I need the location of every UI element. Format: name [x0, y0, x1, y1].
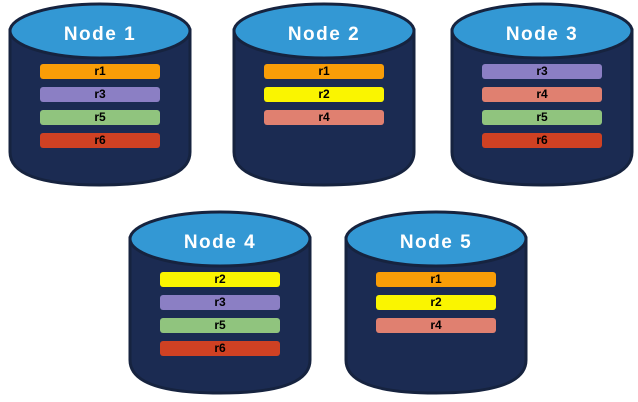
- replica-bar-r2[interactable]: r2: [376, 295, 496, 310]
- replica-bar-r1[interactable]: r1: [264, 64, 384, 79]
- replica-bar-r3[interactable]: r3: [160, 295, 280, 310]
- replica-list: r1 r2 r4: [376, 272, 496, 341]
- replica-bar-r2[interactable]: r2: [264, 87, 384, 102]
- replica-bar-r1[interactable]: r1: [376, 272, 496, 287]
- cylinder-top-ellipse: [450, 2, 634, 60]
- replica-list: r3 r4 r5 r6: [482, 64, 602, 156]
- replica-bar-r5[interactable]: r5: [40, 110, 160, 125]
- replica-bar-r5[interactable]: r5: [482, 110, 602, 125]
- replica-list: r1 r3 r5 r6: [40, 64, 160, 156]
- cylinder-top-ellipse: [232, 2, 416, 60]
- cylinder-top-ellipse: [128, 210, 312, 268]
- replica-bar-r4[interactable]: r4: [264, 110, 384, 125]
- replica-list: r2 r3 r5 r6: [160, 272, 280, 364]
- replica-bar-r4[interactable]: r4: [482, 87, 602, 102]
- replica-bar-r6[interactable]: r6: [40, 133, 160, 148]
- replica-bar-r4[interactable]: r4: [376, 318, 496, 333]
- replica-bar-r1[interactable]: r1: [40, 64, 160, 79]
- replica-bar-r3[interactable]: r3: [482, 64, 602, 79]
- replica-bar-r6[interactable]: r6: [482, 133, 602, 148]
- replica-bar-r5[interactable]: r5: [160, 318, 280, 333]
- replica-bar-r6[interactable]: r6: [160, 341, 280, 356]
- replica-bar-r2[interactable]: r2: [160, 272, 280, 287]
- cylinder-top-ellipse: [344, 210, 528, 268]
- replica-list: r1 r2 r4: [264, 64, 384, 133]
- replica-bar-r3[interactable]: r3: [40, 87, 160, 102]
- cylinder-top-ellipse: [8, 2, 192, 60]
